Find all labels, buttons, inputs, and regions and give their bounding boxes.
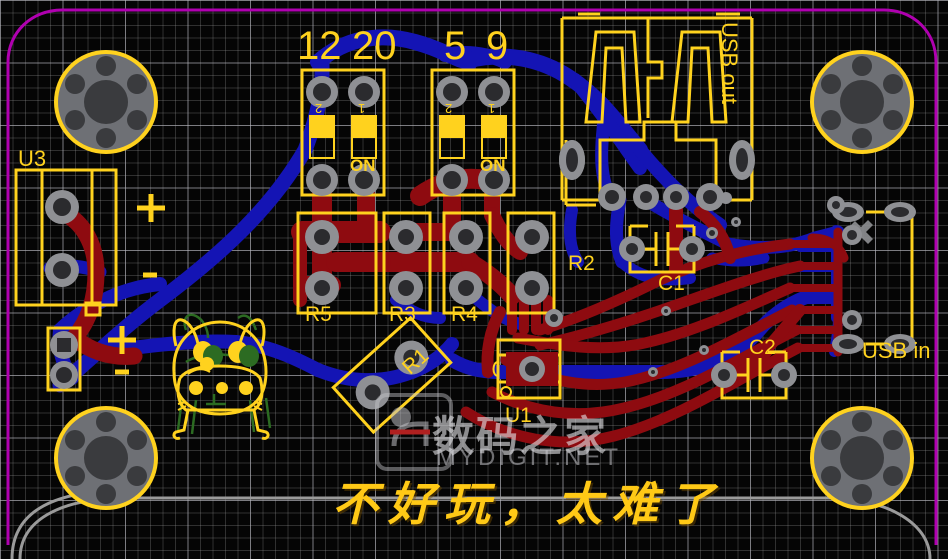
component-header-left <box>46 326 82 392</box>
component-r1 <box>331 315 453 435</box>
component-c1 <box>619 224 705 274</box>
component-u1 <box>492 338 562 400</box>
label-dip-right-5: 5 <box>444 24 467 68</box>
dip-switch-right <box>430 68 516 197</box>
component-r3 <box>382 211 432 315</box>
component-r5 <box>296 211 378 315</box>
label-dip-right-on: ON <box>480 156 506 175</box>
silkscreen-slogan: 不好玩，太难了 <box>332 477 724 531</box>
label-usb-out: USB out <box>717 22 742 104</box>
mounting-hole-bottom-left <box>54 406 158 510</box>
silkscreen-artwork-cat <box>172 313 272 440</box>
label-r3: R3 <box>389 303 416 326</box>
label-dip-left-pos-1: 1 <box>358 101 366 116</box>
label-dip-left-12: 12 <box>297 24 342 68</box>
label-dip-right-9: 9 <box>486 24 509 68</box>
label-dip-left-20: 20 <box>352 24 397 68</box>
mounting-hole-top-left <box>54 50 158 154</box>
connector-usb-in <box>832 202 916 354</box>
connector-usb-out <box>559 12 755 211</box>
label-dip-right-pos-1: 1 <box>488 101 496 116</box>
label-c1: C1 <box>658 272 685 295</box>
label-u3: U3 <box>18 146 47 171</box>
component-u3 <box>14 168 118 317</box>
label-u1: U1 <box>505 404 532 427</box>
label-dip-left-pos-2: 2 <box>315 101 323 116</box>
component-r-extra <box>506 211 556 315</box>
polarity-markers <box>108 194 165 375</box>
label-usb-in: USB in <box>862 338 931 363</box>
dip-switch-left <box>300 68 386 197</box>
mounting-hole-top-right <box>810 50 914 154</box>
label-dip-left-on: ON <box>350 156 376 175</box>
label-c2: C2 <box>749 336 776 359</box>
component-r4 <box>442 211 492 315</box>
mounting-hole-bottom-right <box>810 406 914 510</box>
label-r2: R2 <box>568 252 595 275</box>
component-c2 <box>711 350 797 400</box>
label-dip-right-pos-2: 2 <box>445 101 453 116</box>
vias <box>545 196 845 377</box>
label-r4: R4 <box>451 303 478 326</box>
label-r5: R5 <box>305 303 332 326</box>
